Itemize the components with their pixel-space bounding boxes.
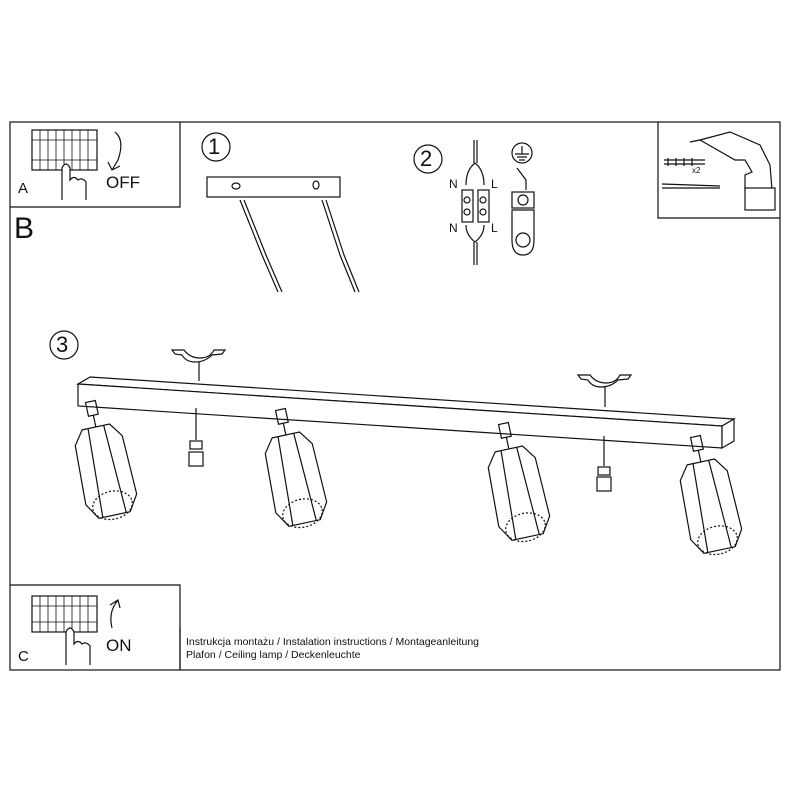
- arrow-up-icon: [109, 599, 121, 629]
- hand-icon: [61, 163, 87, 200]
- breaker-panel-icon: [31, 595, 121, 665]
- arrow-down-icon: [107, 131, 122, 171]
- spotlight: [679, 434, 743, 556]
- step-2-circle: [413, 144, 443, 174]
- box-tools-frame: [657, 122, 780, 219]
- screw-icon: [188, 408, 204, 467]
- wire-label-n: N: [449, 221, 458, 235]
- quantity-label: x2: [692, 166, 701, 175]
- box-a-frame: [10, 122, 181, 208]
- section-a-label: A: [18, 180, 29, 197]
- screw-icon: [596, 436, 612, 492]
- section-b-label: B: [14, 212, 35, 245]
- mounting-bracket: [576, 374, 633, 407]
- info-line-2: Plafon / Ceiling lamp / Deckenleuchte: [186, 649, 361, 661]
- screw-anchor-icon: [321, 199, 360, 293]
- ceiling-lamp-bar: [76, 376, 736, 450]
- info-line-1: Instrukcja montażu / Instalation instruc…: [186, 636, 479, 648]
- wire-label-l: L: [491, 177, 498, 191]
- ground-icon: [511, 142, 533, 164]
- wire-label-l: L: [491, 221, 498, 235]
- mounting-plate: [206, 176, 360, 293]
- section-c-label: C: [18, 648, 29, 665]
- step-1-circle: [201, 132, 231, 162]
- breaker-panel-icon: [31, 129, 122, 200]
- step-3-circle: [49, 330, 79, 360]
- step-1-number: 1: [208, 134, 221, 159]
- spotlight: [264, 407, 328, 529]
- wiring-diagram: [461, 140, 535, 265]
- outer-frame: [9, 121, 781, 671]
- off-label: OFF: [106, 173, 140, 192]
- wall-plug-icon: [664, 158, 705, 166]
- screw-anchor-icon: [239, 199, 283, 293]
- mounting-bracket: [170, 349, 227, 381]
- step-3-number: 3: [56, 332, 69, 357]
- box-c-frame: [10, 584, 181, 670]
- on-label: ON: [106, 636, 132, 655]
- spotlight: [487, 421, 551, 543]
- screw-icon: [661, 183, 721, 189]
- spotlight: [74, 399, 138, 521]
- step-2-number: 2: [420, 146, 433, 171]
- hand-icon: [65, 627, 91, 665]
- drill-icon: [661, 131, 776, 211]
- wire-label-n: N: [449, 177, 458, 191]
